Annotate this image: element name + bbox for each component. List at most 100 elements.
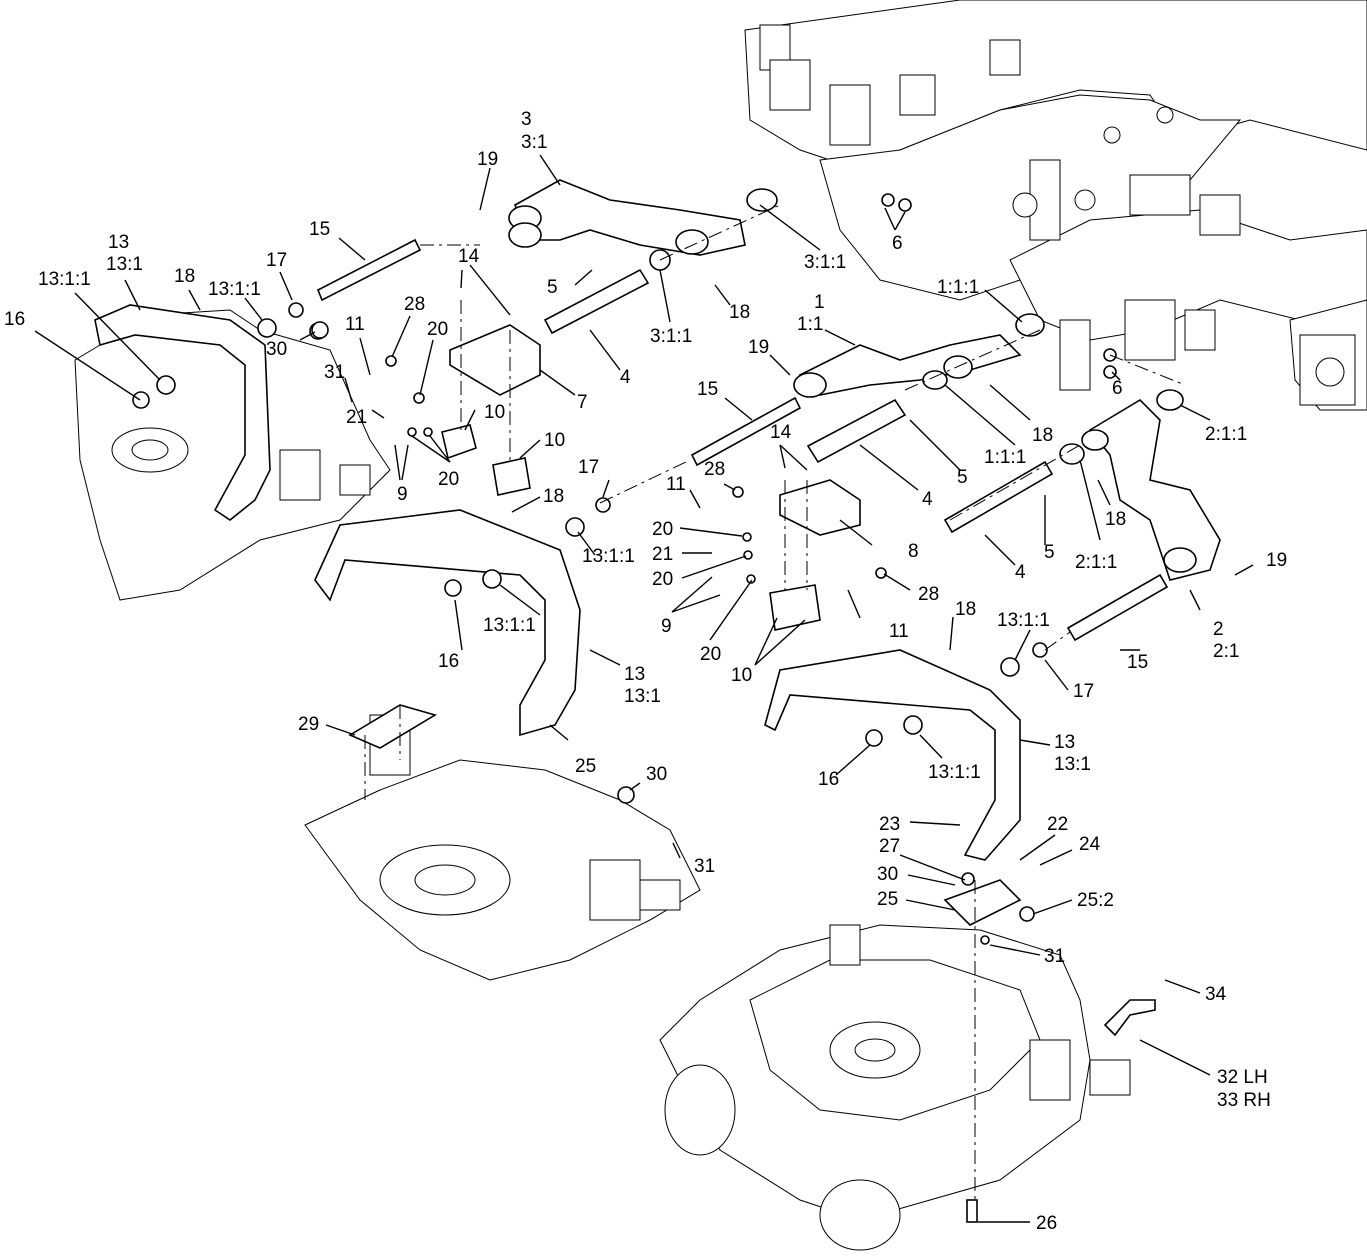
callout-5: 5: [957, 467, 968, 488]
rubber-blocks: [441, 424, 821, 631]
callout-13-1-1: 13:1:1: [928, 762, 981, 783]
callout-9: 9: [661, 616, 672, 637]
callout-18: 18: [1105, 509, 1126, 530]
callout-15: 15: [697, 379, 718, 400]
callout-16: 16: [818, 769, 839, 790]
arm-1: [793, 313, 1045, 398]
callout-21: 21: [346, 407, 367, 428]
callout-23: 23: [879, 814, 900, 835]
leader-lines: [34, 154, 1254, 1223]
callout-25: 25: [877, 889, 898, 910]
callout-20: 20: [427, 319, 448, 340]
callout-26: 26: [1036, 1213, 1057, 1234]
callout-15: 15: [309, 219, 330, 240]
callout-13-1: 13:1: [1054, 754, 1091, 775]
tractor-frame-outline: [744, 0, 1367, 411]
callout-6: 6: [1112, 378, 1123, 399]
callout-33-rh: 33 RH: [1217, 1090, 1271, 1111]
callout-28: 28: [704, 459, 725, 480]
shafts: [316, 238, 1169, 642]
callout-13: 13: [624, 664, 645, 685]
callout-13-1: 13:1: [624, 686, 661, 707]
left-deck-outline: [74, 309, 391, 601]
callout-17: 17: [1073, 681, 1094, 702]
callout-13-1-1: 13:1:1: [208, 279, 261, 300]
callout-15: 15: [1127, 652, 1148, 673]
callout-2-1-1: 2:1:1: [1075, 552, 1117, 573]
callout-18: 18: [1032, 425, 1053, 446]
callout-3-1-1: 3:1:1: [804, 252, 846, 273]
callout-4: 4: [922, 489, 933, 510]
arm-2: [1081, 389, 1221, 581]
callout-2-1: 2:1: [1213, 641, 1239, 662]
callout-19: 19: [477, 149, 498, 170]
callout-30: 30: [646, 764, 667, 785]
callout-29: 29: [298, 714, 319, 735]
callout-20: 20: [652, 519, 673, 540]
callout-10: 10: [731, 665, 752, 686]
arm-3: [508, 179, 778, 256]
brackets: [449, 324, 861, 536]
callout-20: 20: [652, 569, 673, 590]
callout-8: 8: [908, 541, 919, 562]
callout-21: 21: [652, 544, 673, 565]
callout-3-1: 3:1: [521, 132, 547, 153]
callout-31: 31: [1044, 946, 1065, 967]
callout-3-1-1: 3:1:1: [650, 326, 692, 347]
callout-18: 18: [174, 266, 195, 287]
callout-28: 28: [404, 294, 425, 315]
callout-17: 17: [266, 250, 287, 271]
callout-9: 9: [397, 484, 408, 505]
callout-1-1-1: 1:1:1: [937, 277, 979, 298]
callout-10: 10: [484, 402, 505, 423]
callout-27: 27: [879, 836, 900, 857]
callout-13: 13: [1054, 732, 1075, 753]
callout-25: 25: [575, 756, 596, 777]
callout-13-1-1: 13:1:1: [582, 546, 635, 567]
callout-31: 31: [694, 856, 715, 877]
callout-19: 19: [748, 337, 769, 358]
right-deck-outline: [659, 924, 1131, 1251]
callout-13: 13: [108, 232, 129, 253]
callout-22: 22: [1047, 814, 1068, 835]
callout-24: 24: [1079, 834, 1101, 855]
callout-11: 11: [666, 474, 686, 495]
callout-19: 19: [1266, 550, 1287, 571]
callout-13-1-1: 13:1:1: [483, 615, 536, 636]
callout-2: 2: [1213, 619, 1224, 640]
callout-10: 10: [544, 430, 565, 451]
callout-34: 34: [1205, 984, 1227, 1005]
callout-20: 20: [700, 644, 721, 665]
callout-20: 20: [438, 469, 459, 490]
callout-13-1: 13:1: [106, 254, 143, 275]
callout-16: 16: [438, 651, 459, 672]
callout-32-lh: 32 LH: [1217, 1067, 1268, 1088]
loop-handle-middle: [314, 509, 581, 737]
callout-31: 31: [324, 362, 345, 383]
callout-18: 18: [729, 302, 750, 323]
callout-30: 30: [266, 339, 287, 360]
middle-deck-outline: [304, 714, 701, 981]
callout-1-1: 1:1: [797, 314, 823, 335]
callout-4: 4: [620, 367, 631, 388]
callout-13-1-1: 13:1:1: [38, 269, 91, 290]
callout-14: 14: [458, 246, 480, 267]
loop-handle-left: [94, 304, 271, 521]
callout-30: 30: [877, 864, 898, 885]
callout-7: 7: [577, 392, 588, 413]
callout-3: 3: [521, 109, 532, 130]
callout-18: 18: [543, 486, 564, 507]
callout-13-1-1: 13:1:1: [997, 610, 1050, 631]
callout-labels: 3 3:1 19 15 13 13:1 13:1:1 18 13:1:1 17 …: [4, 109, 1287, 1234]
callout-1-1-1: 1:1:1: [984, 447, 1026, 468]
callout-17: 17: [578, 457, 599, 478]
callout-28: 28: [918, 584, 939, 605]
callout-14: 14: [770, 422, 792, 443]
small-parts: [132, 193, 1156, 1223]
callout-16: 16: [4, 309, 25, 330]
callout-5: 5: [1044, 542, 1055, 563]
callout-18: 18: [955, 599, 976, 620]
centre-lines: [364, 204, 1186, 1200]
callout-25-2: 25:2: [1077, 890, 1114, 911]
